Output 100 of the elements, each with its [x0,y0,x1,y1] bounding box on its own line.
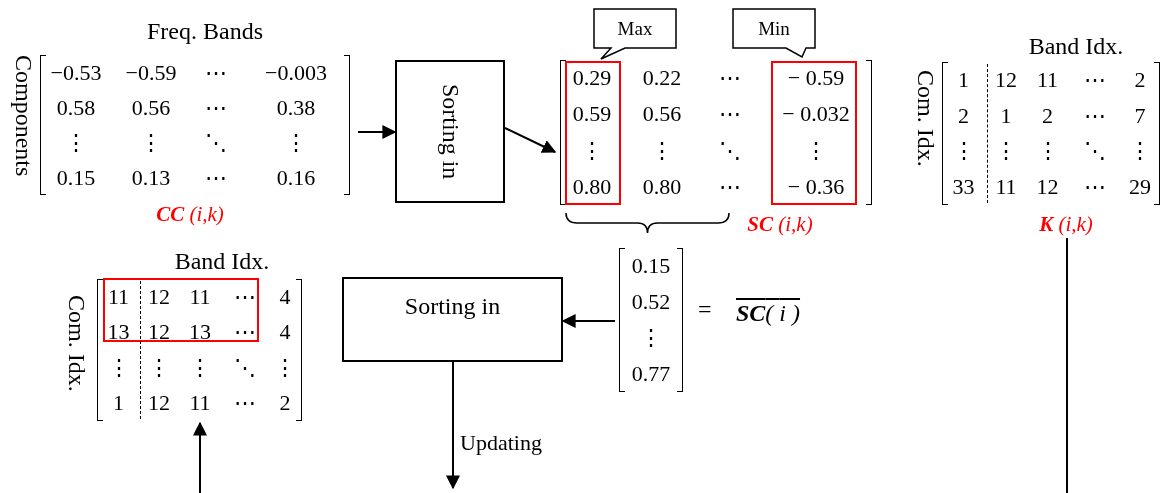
axis-heading: Freq. Bands [147,18,263,45]
matrix-entry: 1 [113,392,124,415]
matrix-entry: ⋯ [1084,104,1106,127]
matrix-entry: 2 [958,104,969,127]
matrix-entry: 0.38 [276,96,316,119]
matrix-entry: ⋯ [234,321,256,344]
matrix-caption: SC (i,k) [747,212,813,237]
matrix-entry: ⋯ [234,285,256,308]
matrix-entry: 0.15 [631,255,671,277]
matrix-entry: 11 [189,392,211,415]
process-label: Sorting in [404,293,501,320]
matrix-entry: 1 [958,68,969,91]
arrow [193,421,207,493]
matrix-entry: ⋮ [274,356,296,379]
matrix-entry: 0.80 [572,175,612,198]
matrix-entry: ⋯ [719,67,741,90]
matrix-entry: ⋮ [1036,140,1059,163]
matrix-entry: 13 [107,321,130,344]
matrix-entry: −0.53 [50,61,102,84]
matrix-entry: ⋮ [581,139,603,162]
matrix-entry: ⋯ [719,103,741,126]
matrix-entry: ⋯ [205,96,227,119]
matrix-entry: ⋯ [205,166,227,189]
arrow [446,361,460,490]
matrix-entry: ⋮ [107,356,130,379]
matrix-entry: 0.13 [131,166,171,189]
matrix-entry: 4 [279,285,291,308]
matrix-entry: ⋯ [205,61,227,84]
matrix-entry: −0.59 [125,61,177,84]
arrow [357,125,397,139]
matrix-entry: 0.80 [642,175,682,198]
matrix-entry: 11 [1036,68,1059,91]
callout-bubble [593,8,677,60]
matrix-entry: ⋱ [1084,140,1106,163]
process-label: Sorting in [436,83,464,180]
matrix-entry: 0.59 [572,103,612,126]
matrix-entry: ⋮ [140,131,162,154]
matrix-entry: ⋱ [234,356,256,379]
matrix-entry: 13 [189,321,211,344]
matrix-entry: 29 [1129,176,1151,199]
matrix-entry: 12 [148,285,170,308]
matrix-entry: 11 [107,285,130,308]
axis-label: Components [12,55,36,179]
callout-text: Min [758,18,790,41]
matrix-entry: ⋯ [1084,68,1106,91]
axis-heading: Band Idx. [174,248,270,275]
matrix-entry: 0.15 [56,166,96,189]
process-box [395,60,505,203]
matrix-entry: 0.52 [631,291,671,313]
matrix-entry: ⋮ [148,356,170,379]
matrix-entry: 2 [1042,104,1053,127]
matrix-entry: ⋯ [234,392,256,415]
matrix-entry: ⋮ [640,327,662,349]
matrix-entry: 2 [1134,68,1146,91]
vector-symbol: SC( i ) [736,300,801,327]
matrix-entry: − 0.36 [787,175,845,198]
matrix-entry: 0.77 [631,363,671,385]
matrix-entry: 12 [148,321,170,344]
connector-line [1066,237,1068,493]
matrix-entry: 1 [1000,104,1012,127]
matrix-entry: ⋮ [952,140,975,163]
process-box [342,277,563,362]
matrix-entry: 0.58 [56,96,96,119]
matrix-entry: 12 [148,392,170,415]
matrix-entry: ⋮ [805,139,827,162]
matrix-entry: ⋮ [995,140,1017,163]
matrix-entry: ⋱ [719,139,741,162]
matrix-entry: 0.16 [276,166,316,189]
axis-heading: Band Idx. [1028,33,1124,60]
matrix-entry: 12 [1036,176,1059,199]
matrix-caption: CC (i,k) [156,202,224,227]
matrix-entry: 11 [189,285,211,308]
matrix-caption: K (i,k) [1039,212,1093,237]
matrix-entry: − 0.59 [787,67,845,90]
axis-label: Com. Idx. [65,295,89,394]
matrix-entry: ⋯ [1084,176,1106,199]
equals-sign: = [698,296,712,323]
callout-text: Max [617,18,653,41]
matrix-entry: 33 [952,176,975,199]
matrix-entry: ⋮ [285,131,307,154]
matrix-entry: ⋮ [651,139,673,162]
matrix-entry: ⋮ [65,131,87,154]
axis-label: Com. Idx. [914,70,938,169]
arrow [504,127,557,153]
matrix-entry: 0.22 [642,67,682,90]
callout-bubble [732,8,816,58]
matrix-entry: 7 [1134,104,1146,127]
matrix-entry: 11 [995,176,1017,199]
matrix-entry: 12 [995,68,1017,91]
matrix-entry: ⋮ [189,356,211,379]
matrix-entry: −0.003 [265,61,327,84]
matrix-entry: ⋱ [205,131,227,154]
matrix-entry: 0.29 [572,67,612,90]
matrix-entry: 0.56 [131,96,171,119]
matrix-entry: 4 [279,321,291,344]
matrix-entry: 2 [279,392,291,415]
matrix-entry: ⋯ [719,175,741,198]
matrix-entry: 0.56 [642,103,682,126]
matrix-entry: ⋮ [1129,140,1151,163]
matrix-entry: − 0.032 [782,103,850,126]
